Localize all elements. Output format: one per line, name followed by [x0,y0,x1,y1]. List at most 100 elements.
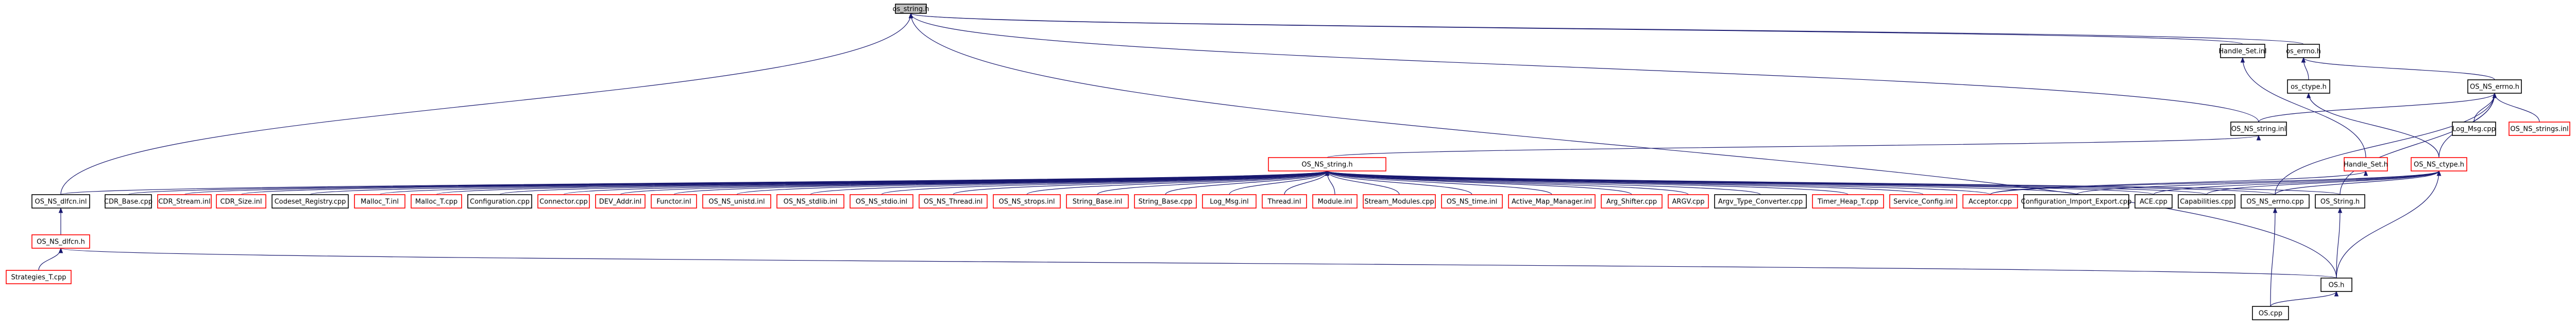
node-os-ns-dlfcn-h[interactable]: OS_NS_dlfcn.h [31,234,90,249]
node-config-import-export-cpp[interactable]: Configuration_Import_Export.cpp [2021,194,2132,209]
node-os-ns-unistd-inl[interactable]: OS_NS_unistd.inl [702,194,771,209]
edge-os-ns-ctype-h-to-config-import-export-cpp [2076,170,2442,195]
node-strategies-t-cpp[interactable]: Strategies_T.cpp [6,270,72,284]
node-handle-set-inl[interactable]: Handle_Set.inl [2218,44,2267,58]
edge-line [2206,170,2442,195]
edge-os-errno-h-to-os-ns-errno-h [2301,57,2495,80]
edge-os-string-h-to-handle-set-inl [909,12,2243,45]
node-os-ns-strings-inl[interactable]: OS_NS_strings.inl [2509,122,2570,136]
node-os-h[interactable]: OS.h [2320,278,2352,292]
node-os-ns-stdio-inl[interactable]: OS_NS_stdio.inl [850,194,913,209]
graph-edges [38,12,2540,307]
node-malloc-t-cpp[interactable]: Malloc_T.cpp [411,194,462,209]
node-box [919,194,988,209]
node-box [2023,194,2129,209]
node-os-ns-dlfcn-inl[interactable]: OS_NS_dlfcn.inl [31,194,90,209]
edge-line [2473,92,2497,123]
node-box [2134,194,2173,209]
node-box [2452,122,2496,136]
node-log-msg-inl[interactable]: Log_Msg.inl [1202,194,1257,209]
edge-line [908,12,2337,279]
edge-os-string-h-to-os-ns-dlfcn-inl [60,12,913,195]
node-argv-type-converter-cpp[interactable]: Argv_Type_Converter.cpp [1714,194,1807,209]
node-os-string-h[interactable]: os_string.h [893,4,929,14]
node-handle-set-h[interactable]: Handle_Set.h [2344,157,2388,171]
node-label: OS.cpp [2259,310,2282,318]
node-box [702,194,771,209]
node-stream-modules-cpp[interactable]: Stream_Modules.cpp [1363,194,1436,209]
node-label: CDR_Base.cpp [104,198,152,206]
node-functor-inl[interactable]: Functor.inl [651,194,697,209]
edge-os-ns-string-h-to-os-ns-thread-inl [953,170,1330,195]
node-box [1202,194,1257,209]
node-box [1508,194,1596,209]
node-os-cpp[interactable]: OS.cpp [2252,306,2289,320]
node-string-base-inl[interactable]: String_Base.inl [1066,194,1129,209]
node-box [1312,194,1358,209]
node-string-base-cpp[interactable]: String_Base.cpp [1134,194,1197,209]
edge-line [379,170,1329,195]
node-cdr-stream-inl[interactable]: CDR_Stream.inl [157,194,212,209]
edge-os-ns-errno-cpp-to-os-cpp [2270,207,2278,307]
node-box [2287,44,2320,58]
node-os-ns-ctype-h[interactable]: OS_NS_ctype.h [2411,157,2467,171]
node-arg-shifter-cpp[interactable]: Arg_Shifter.cpp [1601,194,1663,209]
node-box [1441,194,1503,209]
node-box [2320,278,2352,292]
node-box [2178,194,2235,209]
node-label: OS_NS_errno.h [2470,83,2519,91]
node-os-ns-string-h[interactable]: OS_NS_string.h [1268,157,1386,171]
edge-line [2301,57,2309,80]
node-capabilities-cpp[interactable]: Capabilities.cpp [2178,194,2235,209]
node-os-ns-stdlib-inl[interactable]: OS_NS_stdlib.inl [776,194,844,209]
edge-line [2270,207,2278,307]
edge-line [909,12,2243,45]
node-os-string-h2[interactable]: OS_String.h [2315,194,2365,209]
node-os-ns-string-inl[interactable]: OS_NS_string.inl [2230,122,2287,136]
node-module-inl[interactable]: Module.inl [1312,194,1358,209]
node-os-ns-errno-cpp[interactable]: OS_NS_errno.cpp [2241,194,2310,209]
node-active-map-manager-inl[interactable]: Active_Map_Manager.inl [1508,194,1596,209]
edge-line [59,247,2337,279]
node-label: DEV_Addr.inl [599,198,642,206]
edge-os-ns-string-h-to-os-ns-errno-cpp [1325,170,2276,195]
node-malloc-t-inl[interactable]: Malloc_T.inl [354,194,405,209]
node-box [31,234,90,249]
edge-line [1026,170,1330,195]
node-os-ns-strops-inl[interactable]: OS_NS_strops.inl [993,194,1061,209]
edge-os-ns-string-h-to-string-base-inl [1097,170,1330,195]
node-ace-cpp[interactable]: ACE.cpp [2134,194,2173,209]
node-box [895,4,927,14]
node-cdr-size-inl[interactable]: CDR_Size.inl [216,194,266,209]
node-dev-addr-inl[interactable]: DEV_Addr.inl [595,194,646,209]
node-os-ns-thread-inl[interactable]: OS_NS_Thread.inl [919,194,988,209]
node-connector-cpp[interactable]: Connector.cpp [537,194,590,209]
node-thread-inl[interactable]: Thread.inl [1262,194,1307,209]
node-log-msg-cpp[interactable]: Log_Msg.cpp [2452,122,2496,136]
node-acceptor-cpp[interactable]: Acceptor.cpp [1962,194,2018,209]
node-ns-ctype-h[interactable]: os_ctype.h [2287,79,2330,94]
node-label: OS_NS_stdlib.inl [784,198,838,206]
node-box [2344,157,2388,171]
node-argv-cpp[interactable]: ARGV.cpp [1668,194,1709,209]
node-timer-heap-t-cpp[interactable]: Timer_Heap_T.cpp [1812,194,1884,209]
node-box [6,270,72,284]
node-codeset-registry-cpp[interactable]: Codeset_Registry.cpp [272,194,349,209]
node-service-config-inl[interactable]: Service_Config.inl [1889,194,1957,209]
edge-os-ns-string-h-to-os-string-h2 [1325,170,2341,195]
edge-line [1327,134,2261,158]
edge-line [2275,170,2442,195]
edge-line [2336,207,2343,279]
node-box [537,194,590,209]
node-cdr-base-cpp[interactable]: CDR_Base.cpp [104,194,152,209]
node-os-ns-errno-h[interactable]: OS_NS_errno.h [2467,79,2522,94]
node-os-errno-h[interactable]: os_errno.h [2286,44,2321,58]
edge-os-ns-string-inl-to-os-ns-string-h [1327,134,2261,158]
edge-line [2275,92,2497,195]
edge-os-h-to-os-cpp [2270,290,2339,307]
node-configuration-cpp[interactable]: Configuration.cpp [467,194,532,209]
node-os-ns-time-inl[interactable]: OS_NS_time.inl [1441,194,1503,209]
node-box [1268,157,1386,171]
edge-line [2258,92,2497,123]
